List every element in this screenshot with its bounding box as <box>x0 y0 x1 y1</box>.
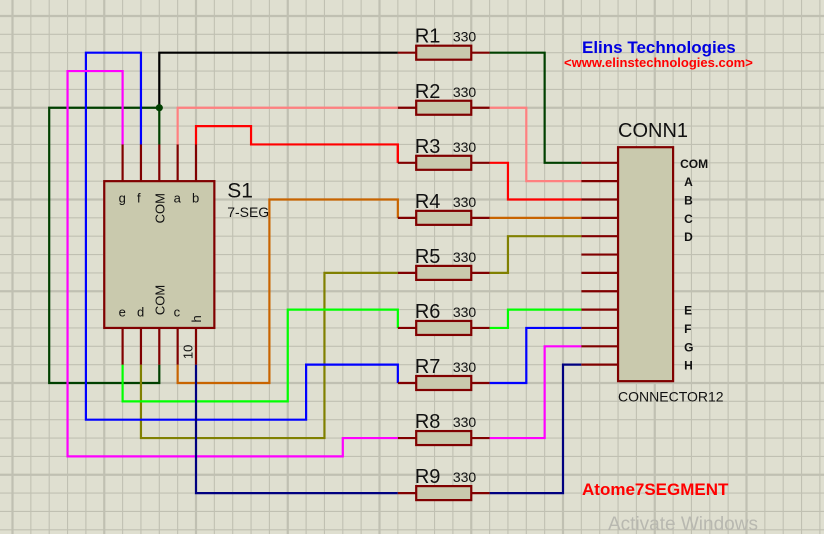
resistor-value: 330 <box>453 194 477 210</box>
connector-pin-label: H <box>684 359 693 373</box>
wire-g[interactable] <box>489 345 582 440</box>
resistor-r4[interactable]: R4 330 <box>397 191 490 226</box>
resistor-value: 330 <box>453 359 477 375</box>
pin-number-label: 10 <box>181 345 196 359</box>
resistor-value: 330 <box>453 139 477 155</box>
wire-d[interactable] <box>139 271 398 440</box>
resistor-r3[interactable]: R3 330 <box>397 136 490 171</box>
connector-pin-label: B <box>684 194 693 208</box>
resistor-r9[interactable]: R9 330 <box>397 466 490 502</box>
resistor-ref: R9 <box>415 466 441 488</box>
resistor-r7[interactable]: R7 330 <box>397 356 490 392</box>
resistor-body[interactable] <box>415 44 473 61</box>
wire-c[interactable] <box>176 198 399 385</box>
display-pin-label-top: COM <box>152 193 167 223</box>
resistor-ref: R7 <box>415 356 441 378</box>
connector-body[interactable] <box>616 146 675 383</box>
connector-pin-label: A <box>684 175 693 189</box>
display-body[interactable] <box>103 180 216 330</box>
connector-pin-label: F <box>684 322 691 336</box>
resistor-value: 330 <box>453 414 477 430</box>
resistor-value: 330 <box>453 84 477 100</box>
resistor-ref: R3 <box>415 136 441 158</box>
connector-pin-label: E <box>684 304 692 318</box>
project-label: Atome7SEGMENT <box>582 480 729 499</box>
display-pin-label-bottom: d <box>137 304 144 319</box>
resistor-body[interactable] <box>415 485 473 502</box>
resistor-ref: R1 <box>415 26 441 48</box>
activate-windows-watermark: Activate Windows <box>608 514 758 534</box>
display-pin-label-bottom: COM <box>152 285 167 315</box>
connector-pin-label: D <box>684 230 693 244</box>
wire-a[interactable] <box>489 106 582 183</box>
connector-pin-label: COM <box>680 157 708 171</box>
resistor-body[interactable] <box>415 319 473 337</box>
resistor-r2[interactable]: R2 330 <box>397 81 490 116</box>
resistor-r8[interactable]: R8 330 <box>397 411 490 447</box>
wire-g[interactable] <box>66 69 398 458</box>
resistor-body[interactable] <box>415 154 473 171</box>
display-pin-label-bottom: h <box>189 315 204 322</box>
display-pin-label-top: f <box>137 191 141 206</box>
wire-h[interactable] <box>194 364 398 495</box>
company-title: Elins Technologies <box>582 38 736 57</box>
wire-e[interactable] <box>489 308 582 330</box>
display-value: 7-SEG <box>227 204 269 220</box>
resistor-body[interactable] <box>415 209 473 226</box>
wire-f[interactable] <box>489 326 582 385</box>
resistor-ref: R8 <box>415 411 441 433</box>
display-ref: S1 <box>227 180 253 203</box>
resistor-value: 330 <box>453 304 477 320</box>
resistor-body[interactable] <box>415 429 473 447</box>
resistor-value: 330 <box>453 469 477 485</box>
resistor-ref: R6 <box>415 301 441 323</box>
resistor-ref: R5 <box>415 246 441 268</box>
wire-b[interactable] <box>489 161 582 201</box>
resistor-body[interactable] <box>415 264 473 281</box>
display-pin-label-top: a <box>174 191 182 206</box>
display-pin-label-top: b <box>192 191 199 206</box>
junction-dot <box>155 104 163 112</box>
wire-d[interactable] <box>489 235 582 274</box>
display-pin-label-top: g <box>119 191 126 206</box>
connector-ref: CONN1 <box>618 120 688 142</box>
company-website: <www.elinstechnologies.com> <box>564 55 753 70</box>
resistor-body[interactable] <box>415 374 473 392</box>
display-pin-label-bottom: e <box>119 304 126 319</box>
wire-a[interactable] <box>176 106 398 145</box>
resistor-value: 330 <box>453 29 477 45</box>
resistor-r5[interactable]: R5 330 <box>397 246 490 281</box>
connector-value: CONNECTOR12 <box>618 389 724 405</box>
display-pin-label-bottom: c <box>174 304 181 319</box>
wire-COM[interactable] <box>489 51 582 164</box>
resistor-r6[interactable]: R6 330 <box>397 301 490 337</box>
connector-pin-label: C <box>684 212 693 226</box>
wire-e[interactable] <box>121 308 399 403</box>
resistor-r1[interactable]: R1 330 <box>397 26 490 61</box>
wires <box>48 51 582 495</box>
wire-COM-top[interactable] <box>158 51 398 108</box>
connector-pin-label: G <box>684 340 693 354</box>
wire-COM[interactable] <box>48 106 161 385</box>
resistor-ref: R2 <box>415 81 441 103</box>
resistor-body[interactable] <box>415 99 473 116</box>
resistor-value: 330 <box>453 249 477 265</box>
wire-h[interactable] <box>489 363 582 495</box>
resistor-ref: R4 <box>415 191 441 213</box>
